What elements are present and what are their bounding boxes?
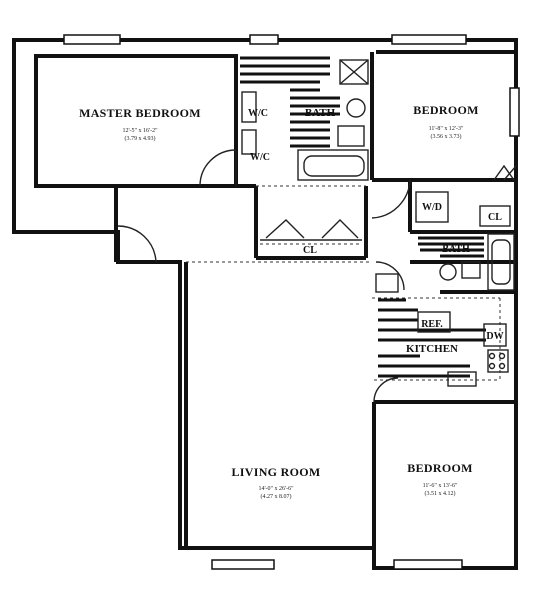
master-bedroom-dim-metric: (3.79 x 4.93) [125, 135, 156, 142]
living-room-dim: 14'-0" x 26'-6" [258, 486, 294, 492]
refrigerator-box [417, 311, 451, 333]
stove [487, 349, 509, 373]
window [249, 34, 279, 45]
washer-dryer-box [415, 191, 449, 223]
bedroom-lower-name: BEDROOM [407, 461, 472, 475]
living-room-name: LIVING ROOM [232, 465, 321, 479]
doors [117, 149, 517, 403]
toilet [439, 263, 457, 281]
master-bedroom-dim: 12'-5" x 16'-2" [122, 128, 158, 134]
bedroom-upper-name: BEDROOM [413, 103, 478, 117]
refrigerator-label: REF. [421, 319, 443, 330]
window [211, 559, 275, 570]
bedroom-lower-dim: 11'-6" x 13'-6" [423, 483, 458, 489]
window [393, 559, 463, 570]
bedroom-closet-box [479, 205, 511, 227]
sink [337, 125, 365, 147]
wc-upper-label: W/C [248, 108, 268, 119]
bedroom-lower-dim-metric: (3.51 x 4.12) [425, 490, 456, 497]
bedroom-upper-dim-metric: (3.56 x 3.73) [431, 133, 462, 140]
bathtub [297, 149, 369, 181]
window [391, 34, 467, 45]
small-bath [415, 191, 515, 291]
shaft-box [339, 59, 369, 85]
closet-bedroom-label: CL [488, 212, 502, 223]
hall-closet [260, 219, 362, 241]
main-bath [240, 56, 369, 181]
sink [461, 261, 481, 279]
windows [63, 34, 520, 570]
bedroom-upper-dim: 11'-8" x 12'-3" [429, 126, 464, 132]
bathtub [487, 233, 515, 291]
toilet [346, 98, 366, 118]
living-room-dim-metric: (4.27 x 8.07) [261, 493, 292, 500]
master-bedroom-name: MASTER BEDROOM [79, 106, 201, 120]
dishwasher-label: DW [486, 331, 503, 342]
closet-hall-label: CL [303, 245, 317, 256]
window [509, 87, 520, 137]
window [63, 34, 121, 45]
dishwasher-box [483, 323, 507, 347]
fixture-labels: W/C W/C W/D CL CL REF. DW [248, 108, 504, 342]
kitchen-area [375, 273, 509, 387]
room-labels: MASTER BEDROOM 12'-5" x 16'-2" (3.79 x 4… [79, 103, 478, 500]
wc-lower-label: W/C [250, 152, 270, 163]
kitchen-label: KITCHEN [406, 343, 458, 355]
bath-main-label: BATH [305, 107, 336, 119]
washer-dryer-label: W/D [422, 202, 442, 213]
bath-small-label: BATH [442, 244, 470, 255]
